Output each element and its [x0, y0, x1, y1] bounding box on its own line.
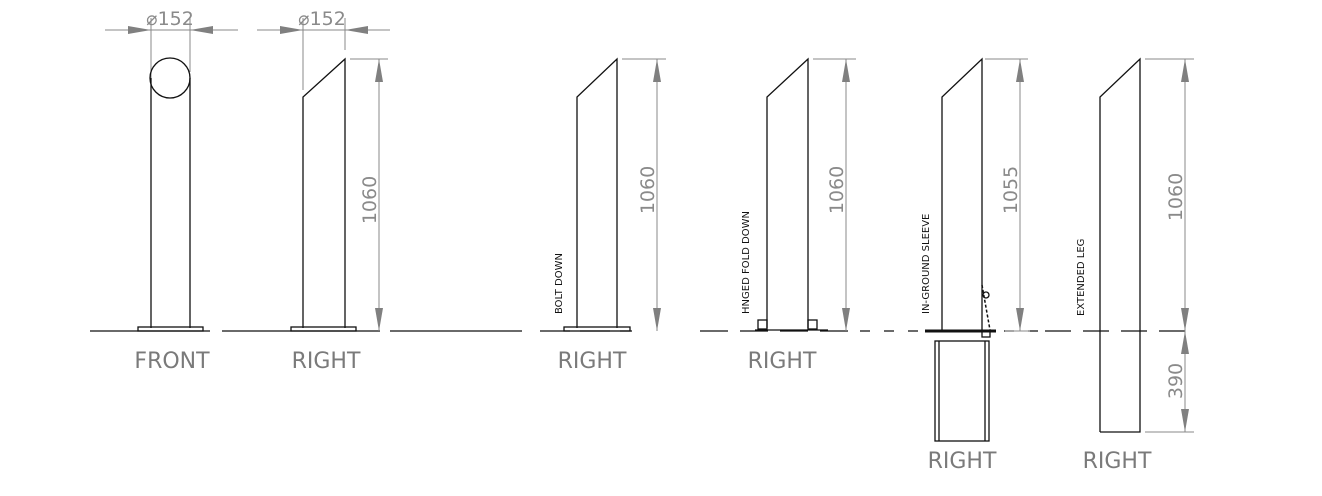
height-label: 1060 — [359, 176, 381, 224]
mount-type-label: IN-GROUND SLEEVE — [921, 214, 932, 314]
view-label: RIGHT — [748, 349, 817, 374]
height-label: 1060 — [1165, 173, 1187, 221]
diameter-label: ⌀152 — [146, 8, 194, 30]
diameter-label: ⌀152 — [298, 8, 346, 30]
right-view-extended-leg: 1060 390 EXTENDED LEG RIGHT — [1076, 57, 1194, 474]
height-label: 1060 — [637, 166, 659, 214]
view-label: RIGHT — [1083, 449, 1152, 474]
front-view: FRONT — [134, 57, 210, 374]
diameter-dimension-right: ⌀152 — [257, 8, 390, 90]
right-view-hinged-fold-down: 1060 HNGED FOLD DOWN RIGHT — [741, 57, 856, 374]
mount-type-label: HNGED FOLD DOWN — [741, 211, 752, 314]
right-view-1: 1060 RIGHT — [290, 57, 388, 374]
view-label: RIGHT — [292, 349, 361, 374]
depth-label: 390 — [1165, 363, 1187, 399]
mount-type-label: BOLT DOWN — [554, 253, 565, 314]
view-label: FRONT — [134, 349, 210, 374]
right-view-bolt-down: 1060 BOLT DOWN RIGHT — [554, 57, 666, 374]
mount-type-label: EXTENDED LEG — [1076, 239, 1087, 316]
height-label: 1055 — [1000, 166, 1022, 214]
view-label: RIGHT — [558, 349, 627, 374]
diameter-dimension-front: ⌀152 — [105, 8, 238, 78]
height-label: 1060 — [826, 166, 848, 214]
view-label: RIGHT — [928, 449, 997, 474]
right-view-in-ground-sleeve: 1055 IN-GROUND SLEEVE RIGHT — [921, 57, 1030, 474]
